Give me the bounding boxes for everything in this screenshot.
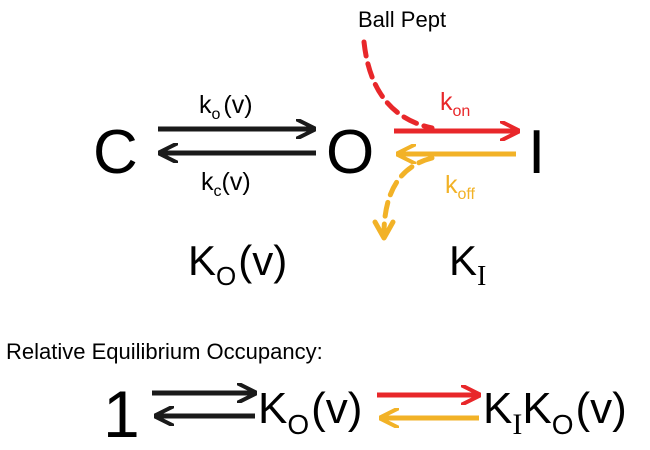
occupancy-title: Relative Equilibrium Occupancy: [6, 339, 323, 364]
state-inactivated: I [528, 118, 545, 187]
constant-ko-label: KO(v) [188, 237, 287, 291]
ball-peptide-exit-arrow [381, 155, 435, 235]
occupancy-term-2: KO(v) [258, 384, 362, 440]
ball-peptide-label: Ball Pept [358, 7, 446, 32]
ball-peptide-exit-arrowhead [372, 219, 396, 241]
state-open: O [326, 118, 374, 187]
occupancy-term-1: 1 [103, 377, 140, 450]
rate-kc-label: kc(v) [201, 168, 251, 200]
constant-ki-label: KI [449, 237, 486, 292]
occupancy-term-3: KIKO(v) [483, 384, 627, 441]
state-closed: C [93, 118, 138, 187]
ball-peptide-entry-arrow [361, 39, 435, 131]
rate-koff-label: koff [445, 171, 476, 203]
rate-kon-label: kon [440, 88, 470, 120]
rate-ko-label: ko(v) [199, 91, 253, 123]
